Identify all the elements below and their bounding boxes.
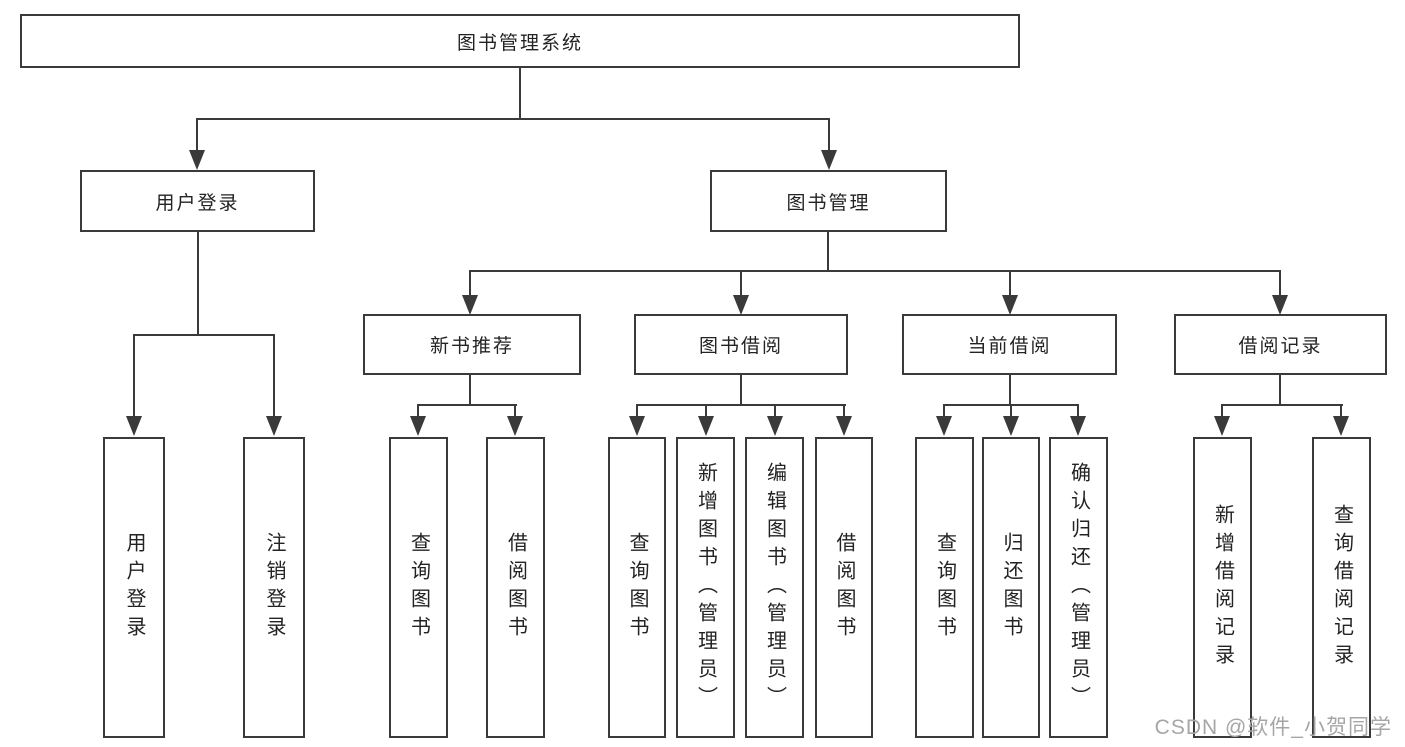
node-borrow-records-label: 借阅记录: [1238, 336, 1323, 357]
connector-line: [1077, 404, 1079, 418]
connector-line: [1340, 404, 1342, 418]
connector-line: [774, 404, 776, 418]
arrowhead: [1214, 416, 1230, 436]
leaf-newbook-query-books-label: 查询图书: [407, 531, 430, 644]
leaf-current-return-books-label: 归还图书: [1000, 531, 1022, 644]
arrowhead: [836, 416, 852, 436]
connector-line: [133, 334, 275, 336]
connector-line: [1009, 270, 1011, 296]
connector-line: [740, 270, 742, 296]
arrowhead: [189, 150, 205, 170]
arrowhead: [126, 416, 142, 436]
leaf-borrow-query-books-label: 查询图书: [626, 531, 648, 644]
arrowhead: [1002, 295, 1018, 315]
leaf-newbook-query-books: 查询图书: [389, 437, 448, 738]
leaf-records-query-record-label: 查询借阅记录: [1330, 503, 1353, 672]
node-root: 图书管理系统: [20, 14, 1020, 68]
leaf-logout: 注销登录: [243, 437, 305, 738]
leaf-borrow-edit-books-admin-label: 编辑图书（管理员）: [763, 461, 786, 714]
node-book-borrow-label: 图书借阅: [698, 336, 783, 357]
connector-line: [1010, 404, 1012, 418]
leaf-records-query-record: 查询借阅记录: [1312, 437, 1371, 738]
arrowhead: [698, 416, 714, 436]
leaf-user-login: 用户登录: [103, 437, 165, 738]
connector-line: [843, 404, 845, 418]
connector-line: [1009, 375, 1011, 406]
connector-line: [1221, 404, 1343, 406]
arrowhead: [1070, 416, 1086, 436]
arrowhead: [462, 295, 478, 315]
arrowhead: [1272, 295, 1288, 315]
connector-line: [1279, 270, 1281, 296]
arrowhead: [1003, 416, 1019, 436]
connector-line: [417, 404, 517, 406]
connector-line: [827, 232, 829, 272]
arrowhead: [507, 416, 523, 436]
arrowhead: [266, 416, 282, 436]
leaf-borrow-edit-books-admin: 编辑图书（管理员）: [745, 437, 804, 738]
node-new-book-recommend: 新书推荐: [363, 314, 581, 375]
leaf-user-login-label: 用户登录: [123, 531, 145, 644]
node-current-borrow-label: 当前借阅: [967, 336, 1052, 357]
node-book-management: 图书管理: [710, 170, 947, 232]
leaf-current-query-books-label: 查询图书: [933, 531, 956, 644]
node-borrow-records: 借阅记录: [1174, 314, 1387, 375]
node-new-book-recommend-label: 新书推荐: [429, 336, 514, 357]
node-user-login: 用户登录: [80, 170, 315, 232]
csdn-watermark: CSDN @软件_小贺同学: [1154, 716, 1392, 739]
leaf-current-confirm-return-admin: 确认归还（管理员）: [1049, 437, 1108, 738]
leaf-borrow-borrow-books-label: 借阅图书: [833, 531, 855, 644]
arrowhead: [733, 295, 749, 315]
arrowhead: [410, 416, 426, 436]
leaf-newbook-borrow-books: 借阅图书: [486, 437, 545, 738]
connector-line: [514, 404, 516, 418]
leaf-borrow-add-books-admin-label: 新增图书（管理员）: [694, 461, 717, 714]
arrowhead: [936, 416, 952, 436]
leaf-records-add-record-label: 新增借阅记录: [1211, 503, 1234, 672]
connector-line: [273, 334, 275, 416]
connector-line: [417, 404, 419, 418]
arrowhead: [767, 416, 783, 436]
connector-line: [828, 118, 830, 152]
leaf-borrow-add-books-admin: 新增图书（管理员）: [676, 437, 735, 738]
connector-line: [519, 67, 521, 119]
node-book-management-label: 图书管理: [786, 192, 871, 214]
connector-line: [705, 404, 707, 418]
connector-line: [469, 270, 471, 296]
connector-line: [469, 270, 1281, 272]
leaf-records-add-record: 新增借阅记录: [1193, 437, 1252, 738]
connector-line: [1221, 404, 1223, 418]
connector-line: [196, 118, 830, 120]
leaf-current-return-books: 归还图书: [982, 437, 1040, 738]
node-current-borrow: 当前借阅: [902, 314, 1117, 375]
arrowhead: [629, 416, 645, 436]
leaf-logout-label: 注销登录: [263, 531, 285, 644]
node-root-label: 图书管理系统: [456, 32, 583, 54]
leaf-borrow-query-books: 查询图书: [608, 437, 666, 738]
leaf-current-query-books: 查询图书: [915, 437, 974, 738]
connector-line: [197, 232, 199, 336]
connector-line: [636, 404, 638, 418]
arrowhead: [1333, 416, 1349, 436]
connector-line: [196, 118, 198, 152]
leaf-borrow-borrow-books: 借阅图书: [815, 437, 873, 738]
connector-line: [943, 404, 945, 418]
node-user-login-label: 用户登录: [155, 192, 240, 214]
connector-line: [636, 404, 846, 406]
arrowhead: [821, 150, 837, 170]
connector-line: [740, 375, 742, 406]
leaf-current-confirm-return-admin-label: 确认归还（管理员）: [1067, 461, 1090, 714]
connector-line: [133, 334, 135, 416]
node-book-borrow: 图书借阅: [634, 314, 848, 375]
connector-line: [469, 375, 471, 406]
connector-line: [1279, 375, 1281, 406]
leaf-newbook-borrow-books-label: 借阅图书: [504, 531, 527, 644]
